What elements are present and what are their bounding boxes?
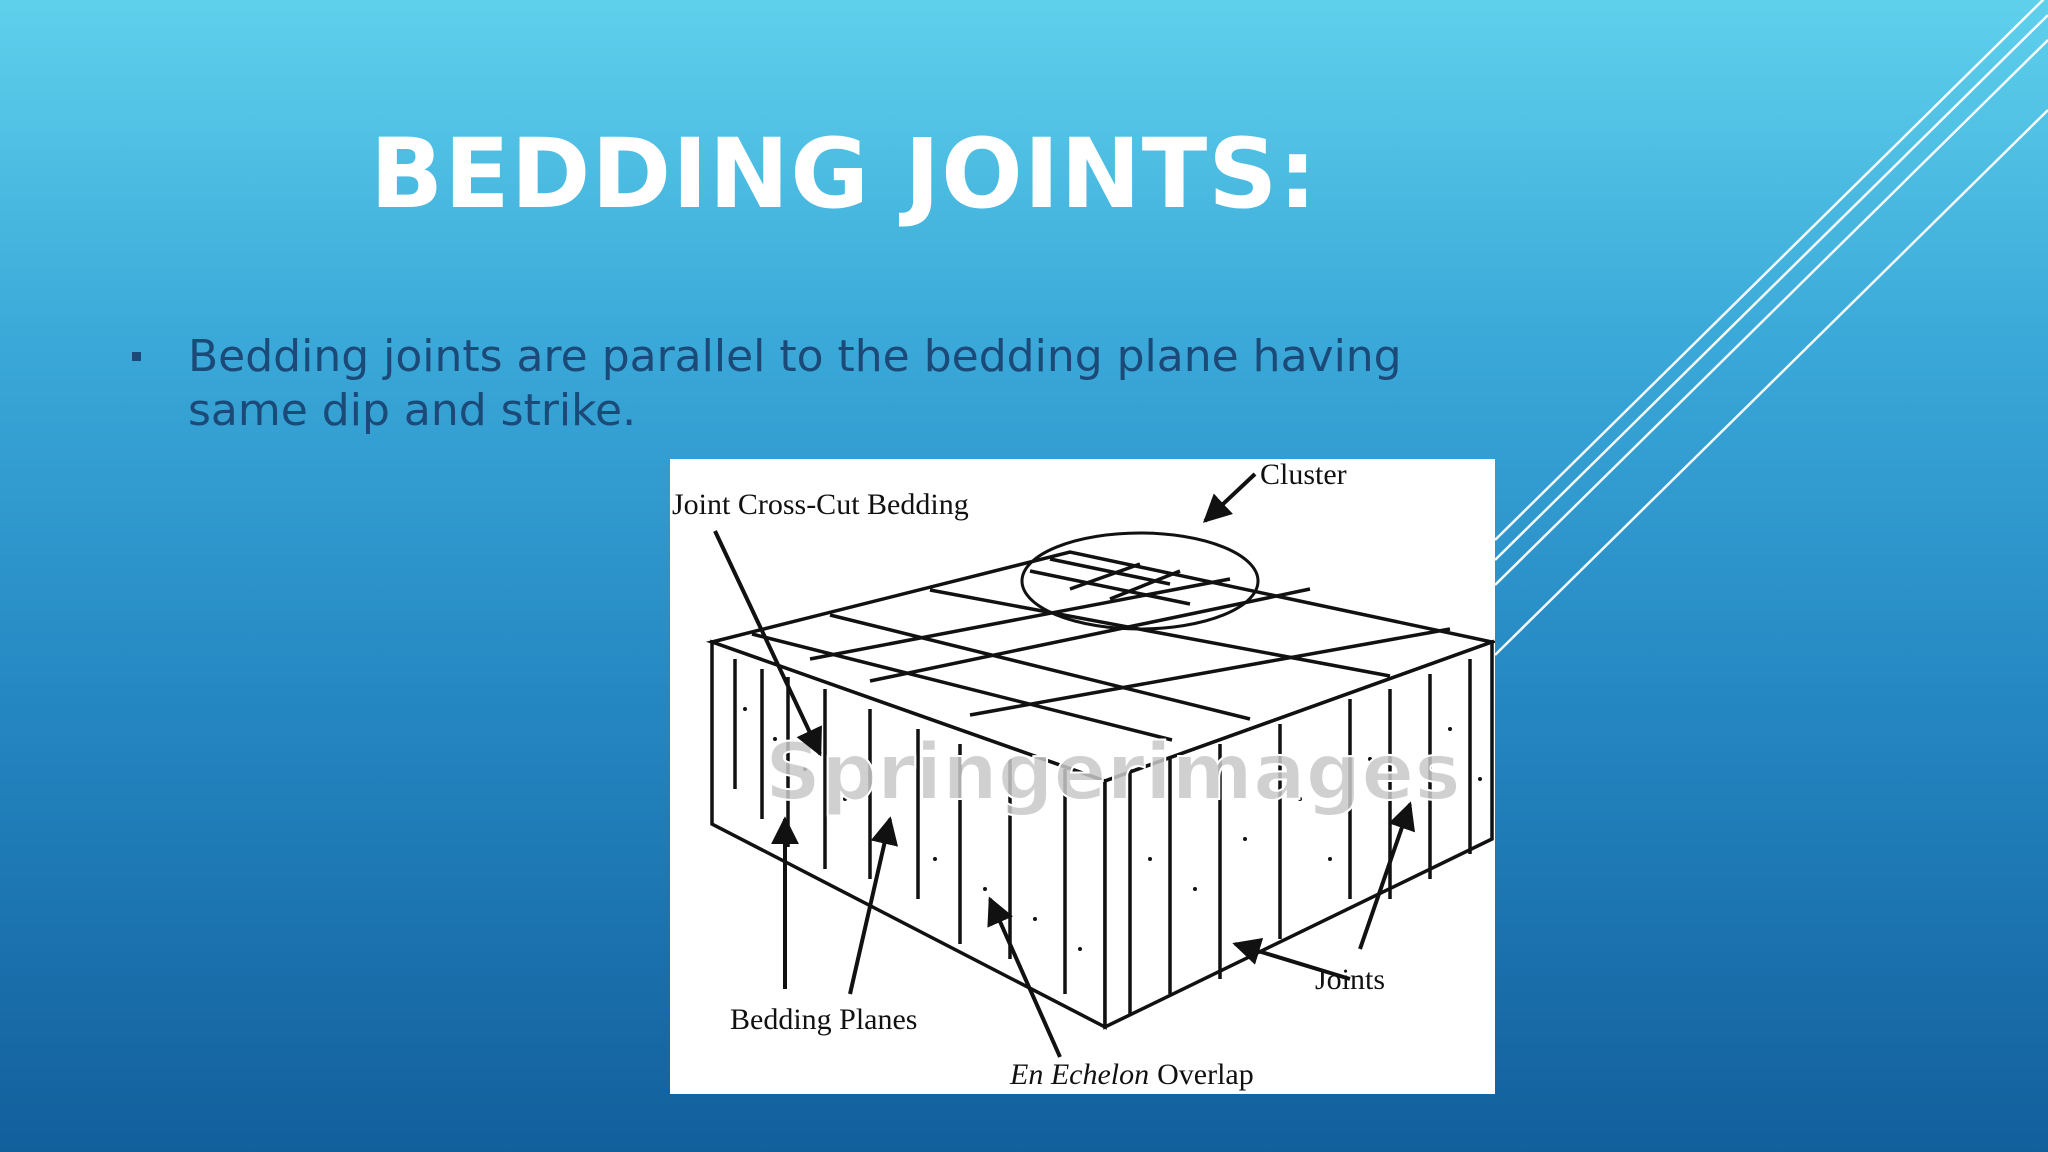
label-bedding-planes: Bedding Planes — [730, 1003, 918, 1036]
label-overlap: Overlap — [1157, 1058, 1254, 1091]
bedding-joints-diagram: Springerimages Cluster Joint Cross-Cut B… — [670, 459, 1495, 1094]
cluster-ellipse — [1020, 531, 1260, 631]
label-cluster: Cluster — [1260, 459, 1347, 491]
slide-title: BEDDING JOINTS: — [370, 118, 1318, 230]
bullet-text: Bedding joints are parallel to the beddi… — [188, 331, 1402, 436]
label-joint-cross-cut: Joint Cross-Cut Bedding — [672, 488, 969, 521]
watermark: Springerimages — [765, 728, 1461, 818]
bullet-square-icon — [132, 352, 141, 361]
label-en-echelon: En Echelon — [1009, 1058, 1149, 1091]
bullet-item: Bedding joints are parallel to the beddi… — [130, 330, 1430, 438]
label-joints: Joints — [1315, 963, 1385, 996]
